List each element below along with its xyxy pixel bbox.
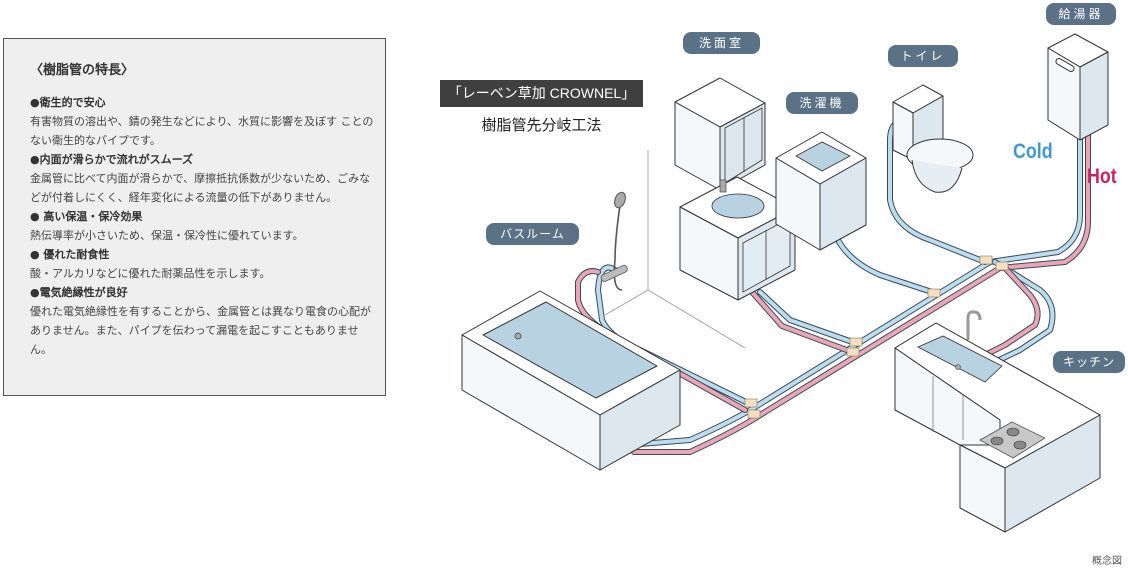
- label-washing-machine: 洗濯機: [786, 92, 858, 114]
- feature-heading: ● 優れた耐食性: [30, 248, 110, 261]
- feature-item: ●衛生的で安心 有害物質の溶出や、錆の発生などにより、水質に影響を及ぼす ことの…: [30, 93, 375, 150]
- label-washroom: 洗面室: [683, 32, 760, 54]
- pipe-fittings: [744, 255, 1009, 419]
- feature-heading: ●電気絶縁性が良好: [30, 286, 128, 299]
- panel-title: 〈樹脂管の特長〉: [30, 63, 135, 78]
- feature-item: ● 優れた耐食性 酸・アルカリなどに優れた耐薬品性を示します。: [30, 245, 375, 283]
- fitting: [747, 409, 761, 419]
- label-bathroom: バスルーム: [486, 223, 579, 245]
- method-title: 樹脂管先分岐工法: [481, 116, 602, 134]
- label-kitchen: キッチン: [1053, 351, 1125, 373]
- fitting: [846, 347, 860, 357]
- features-panel: 〈樹脂管の特長〉 ●衛生的で安心 有害物質の溶出や、錆の発生などにより、水質に影…: [3, 38, 386, 396]
- fitting: [979, 255, 993, 265]
- kitchen: [894, 310, 1101, 533]
- shower: [600, 191, 628, 291]
- vanity: [674, 77, 796, 301]
- concept-note: 概念図: [1092, 556, 1122, 567]
- feature-item: ●電気絶縁性が良好 優れた電気絶縁性を有することから、金属管とは異なり電食の心配…: [30, 283, 375, 359]
- feature-body: 熱伝導率が小さいため、保温・保冷性に優れています。: [30, 229, 304, 242]
- fitting: [849, 337, 863, 347]
- feature-list: ●衛生的で安心 有害物質の溶出や、錆の発生などにより、水質に影響を及ぼす ことの…: [30, 93, 375, 359]
- cold-legend: Cold: [1013, 140, 1053, 163]
- fitting: [995, 261, 1009, 271]
- feature-body: 有害物質の溶出や、錆の発生などにより、水質に影響を及ぼす ことのない衛生的なパイ…: [30, 115, 374, 147]
- feature-heading: ●衛生的で安心: [30, 96, 106, 109]
- feature-body: 酸・アルカリなどに優れた耐薬品性を示します。: [30, 267, 271, 280]
- feature-heading: ● 高い保温・保冷効果: [30, 210, 143, 223]
- feature-body: 優れた電気絶縁性を有することから、金属管とは異なり電食の心配がありません。また、…: [30, 305, 371, 356]
- label-toilet: トイレ: [888, 45, 958, 67]
- label-water-heater: 給湯器: [1046, 3, 1116, 25]
- hot-legend: Hot: [1087, 165, 1117, 188]
- fitting: [744, 398, 758, 408]
- fitting: [927, 288, 941, 298]
- feature-item: ●内面が滑らかで流れがスムーズ 金属管に比べて内面が滑らかで、摩擦抵抗係数が少な…: [30, 150, 375, 207]
- room-wall-lines: [604, 150, 746, 349]
- toilet: [892, 84, 974, 193]
- water-heater: [1047, 33, 1109, 141]
- feature-item: ● 高い保温・保冷効果 熱伝導率が小さいため、保温・保冷性に優れています。: [30, 207, 375, 245]
- feature-body: 金属管に比べて内面が滑らかで、摩擦抵抗係数が少ないため、ごみなどが付着しにくく、…: [30, 172, 371, 204]
- product-title: 「レーベン草加 CROWNEL」: [440, 80, 643, 107]
- washing-machine: [775, 131, 867, 251]
- feature-heading: ●内面が滑らかで流れがスムーズ: [30, 153, 194, 166]
- bathtub: [461, 290, 681, 471]
